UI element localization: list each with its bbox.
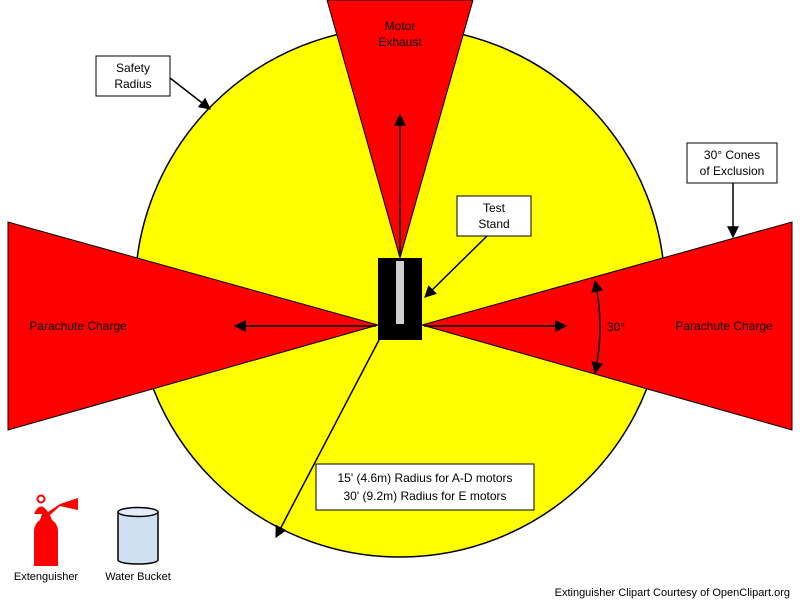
cones-label: 30° Cones: [704, 148, 760, 162]
angle-label: 30°: [607, 320, 625, 334]
radius-label-1: 15' (4.6m) Radius for A-D motors: [337, 471, 512, 485]
test-stand: [378, 258, 422, 340]
safety-radius-label: Safety: [116, 61, 150, 75]
extinguisher-icon: [34, 494, 78, 566]
extinguisher-label: Extenguisher: [14, 571, 79, 583]
motor-exhaust-label: Motor: [385, 19, 416, 33]
water-bucket-label: Water Bucket: [105, 571, 171, 583]
angle-arc: [591, 279, 604, 375]
safety-radius-label-2: Radius: [114, 77, 151, 91]
test-stand-label-2: Stand: [478, 217, 509, 231]
radius-label-2: 30' (9.2m) Radius for E motors: [343, 489, 506, 503]
parachute-left-label: Parachute Charge: [29, 319, 127, 333]
radius-arrow: [275, 339, 380, 539]
cones-label-2: of Exclusion: [700, 164, 765, 178]
test-stand-label: Test: [483, 201, 506, 215]
safety-radius-callout: Safety Radius: [95, 55, 211, 110]
left-parachute-cone: [7, 221, 380, 431]
test-stand-callout: Test Stand: [424, 195, 532, 298]
right-parachute-cone: [420, 221, 793, 431]
cones-callout: 30° Cones of Exclusion: [686, 142, 778, 239]
credit-text: Extinguisher Clipart Courtesy of OpenCli…: [555, 587, 790, 599]
parachute-right-label: Parachute Charge: [675, 319, 773, 333]
radius-callout: 15' (4.6m) Radius for A-D motors 30' (9.…: [315, 463, 535, 511]
motor-exhaust-label-2: Exhaust: [378, 35, 422, 49]
water-bucket-icon: [117, 506, 159, 565]
